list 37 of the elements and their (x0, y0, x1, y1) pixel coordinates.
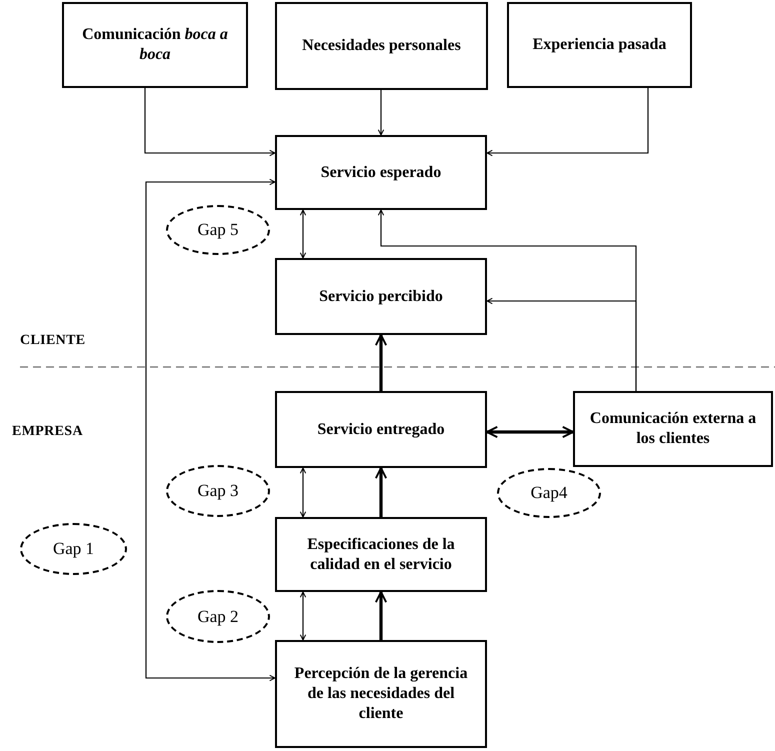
process-box (275, 517, 487, 592)
process-box (573, 391, 773, 467)
node-label: Comunicación boca a boca (81, 25, 229, 65)
process-box (507, 2, 692, 88)
arrow (374, 591, 388, 640)
process-box (275, 640, 487, 748)
arrow (486, 426, 574, 438)
node-label: Gap 2 (197, 606, 239, 628)
arrow (374, 334, 388, 391)
zone-label: CLIENTE (20, 332, 86, 350)
node-label: Comunicación externa a los clientes (588, 409, 758, 449)
arrow (300, 592, 306, 640)
arrow (145, 178, 276, 682)
process-box (62, 2, 248, 88)
arrow (374, 467, 388, 517)
node-label: Servicio esperado (320, 162, 442, 182)
node-label: Servicio entregado (317, 420, 445, 440)
arrow (300, 468, 306, 518)
process-box (275, 258, 487, 335)
arrow (486, 88, 649, 156)
node-label: Necesidades personales (302, 36, 461, 56)
node-label: Percepción de la gerencia de las necesidades del cliente (293, 664, 469, 724)
arrow (378, 90, 384, 136)
arrow (486, 298, 637, 391)
node-label: Experiencia pasada (532, 35, 666, 55)
arrow (300, 210, 306, 258)
process-box (275, 135, 487, 210)
node-label: Gap 1 (52, 538, 94, 560)
node-label: Gap 5 (197, 219, 239, 242)
node-label: Especificaciones de la calidad en el servicio (306, 534, 456, 574)
node-label: Gap4 (530, 482, 568, 504)
zone-label: EMPRESA (12, 423, 83, 441)
process-box (275, 391, 487, 468)
node-label: Servicio percibido (319, 286, 443, 306)
arrow (144, 88, 276, 156)
process-box (275, 2, 488, 90)
node-label: Gap 3 (197, 480, 239, 502)
